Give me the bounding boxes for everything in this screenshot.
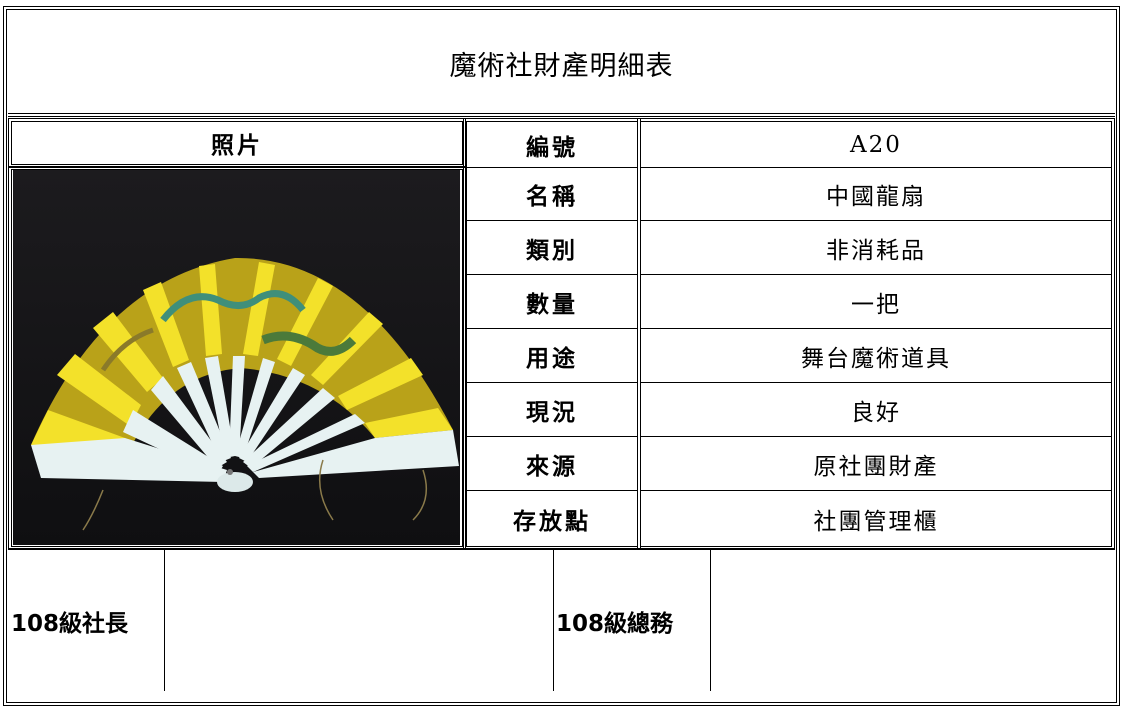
row-divider — [641, 490, 1111, 491]
president-signature-label: 108級社長 — [11, 610, 129, 637]
treasurer-signature-box[interactable] — [711, 550, 1111, 691]
label-quantity: 數量 — [526, 291, 578, 318]
label-source: 來源 — [526, 453, 578, 480]
row-divider — [467, 436, 637, 437]
treasurer-signature-label: 108級總務 — [556, 610, 674, 637]
value-name: 中國龍扇 — [826, 184, 926, 210]
value-source: 原社團財產 — [813, 453, 939, 480]
row-divider — [467, 328, 637, 329]
signature-divider — [8, 548, 1115, 550]
row-divider — [467, 167, 637, 168]
row-divider — [467, 220, 637, 221]
value-quantity: 一把 — [851, 291, 901, 318]
value-category: 非消耗品 — [826, 237, 926, 264]
value-location: 社團管理櫃 — [813, 508, 939, 535]
page-title: 魔術社財產明細表 — [449, 50, 674, 82]
value-number: A20 — [850, 131, 902, 158]
label-condition: 現況 — [526, 399, 578, 426]
signature-divider — [710, 550, 711, 691]
row-divider — [641, 167, 1111, 168]
label-location: 存放點 — [513, 508, 591, 535]
president-signature-box[interactable] — [165, 550, 553, 691]
signature-divider — [553, 550, 554, 691]
label-name: 名稱 — [526, 184, 578, 210]
row-divider — [641, 220, 1111, 221]
photo-header: 照片 — [211, 133, 263, 159]
row-divider — [467, 274, 637, 275]
label-purpose: 用途 — [526, 345, 578, 372]
row-divider — [641, 328, 1111, 329]
value-purpose: 舞台魔術道具 — [801, 345, 951, 372]
row-divider — [467, 382, 637, 383]
row-divider — [641, 436, 1111, 437]
value-condition: 良好 — [851, 399, 901, 426]
row-divider — [641, 382, 1111, 383]
label-category: 類別 — [526, 237, 578, 264]
divider — [8, 113, 1115, 117]
signature-divider — [164, 550, 165, 691]
row-divider — [641, 274, 1111, 275]
dragon-fan-photo — [13, 170, 460, 545]
label-number: 編號 — [526, 134, 578, 161]
row-divider — [467, 490, 637, 491]
